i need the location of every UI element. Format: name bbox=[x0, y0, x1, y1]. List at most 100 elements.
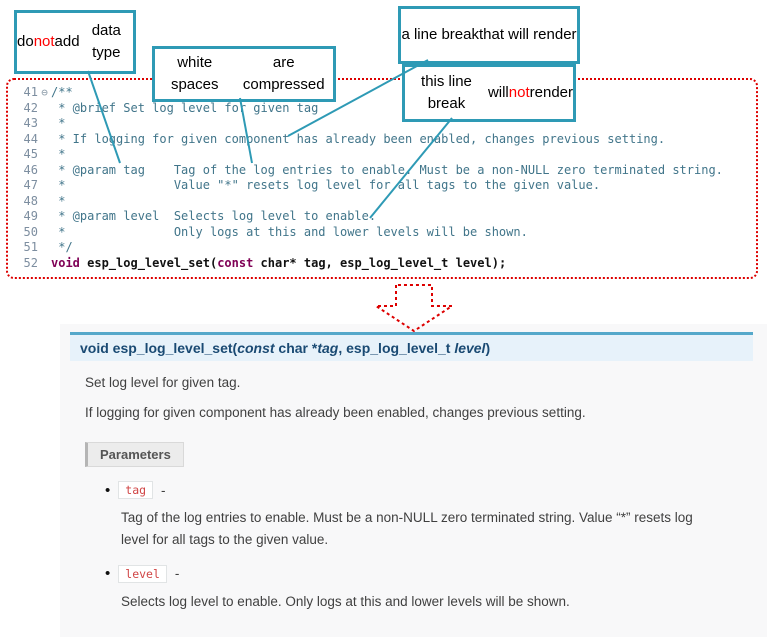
code-segment: * bbox=[51, 116, 66, 130]
text-part: a line break bbox=[401, 26, 479, 44]
function-signature: void esp_log_level_set(const char *tag, … bbox=[70, 332, 753, 361]
text-part: add bbox=[54, 33, 80, 51]
param-list: •tag -Tag of the log entries to enable. … bbox=[105, 481, 753, 613]
code-line[interactable]: 52 void esp_log_level_set(const char* tag… bbox=[14, 256, 754, 272]
code-editor[interactable]: 41⊖/**42 * @brief Set log level for give… bbox=[6, 78, 758, 279]
code-segment: * @param level Selects log level to enab… bbox=[51, 209, 377, 223]
line-number: 46 bbox=[23, 162, 38, 177]
text-part: , esp_log_level_t bbox=[338, 340, 455, 356]
line-number: 44 bbox=[23, 131, 38, 146]
code-segment: * If logging for given component has alr… bbox=[51, 131, 666, 146]
text-part: white spaces bbox=[170, 54, 219, 93]
code-line[interactable]: 46 * @param tag Tag of the log entries t… bbox=[14, 163, 754, 179]
fold-spacer bbox=[38, 163, 51, 179]
code-segment: * bbox=[51, 193, 66, 208]
code-segment: char* tag, esp_log_level_t level); bbox=[253, 255, 507, 270]
code-line[interactable]: 41⊖/** bbox=[14, 85, 754, 101]
text-part: tag bbox=[317, 340, 339, 356]
code-line[interactable]: 50 * Only logs at this and lower levels … bbox=[14, 225, 754, 241]
description-text: If logging for given component has alrea… bbox=[85, 405, 586, 420]
fold-spacer bbox=[38, 240, 51, 256]
fold-spacer bbox=[38, 256, 51, 272]
text-part: that will render bbox=[479, 26, 577, 44]
text-part: esp_log_level_set bbox=[112, 340, 233, 356]
text-part: not bbox=[33, 33, 55, 51]
code-segment: * bbox=[51, 147, 66, 161]
code-text: * bbox=[51, 147, 65, 163]
param-row: • level - bbox=[105, 564, 753, 583]
code-text: void esp_log_level_set(const char* tag, … bbox=[51, 256, 506, 272]
text-part: level bbox=[454, 340, 486, 356]
code-text: */ bbox=[51, 240, 73, 256]
line-number: 42 bbox=[23, 100, 38, 115]
callout-white-spaces-compressed: white spaces are compressed bbox=[152, 46, 336, 102]
line-number: 43 bbox=[23, 116, 38, 130]
text-part: ( bbox=[232, 340, 238, 356]
code-line[interactable]: 43 * bbox=[14, 116, 754, 132]
fold-spacer bbox=[38, 132, 51, 148]
code-line[interactable]: 45 * bbox=[14, 147, 754, 163]
fold-spacer bbox=[38, 194, 51, 210]
param-row: •tag - bbox=[105, 481, 753, 499]
code-text: * Only logs at this and lower levels wil… bbox=[51, 225, 528, 241]
line-number: 50 bbox=[23, 224, 38, 239]
text-part: will bbox=[487, 84, 509, 102]
param-separator: - bbox=[161, 482, 166, 498]
bullet-icon: • bbox=[105, 565, 111, 583]
code-line[interactable]: 51 */ bbox=[14, 240, 754, 256]
code-segment: */ bbox=[51, 240, 73, 254]
code-line[interactable]: 49 * @param level Selects log level to e… bbox=[14, 209, 754, 225]
rendered-doc-panel: void esp_log_level_set(const char *tag, … bbox=[60, 324, 767, 637]
line-number: 45 bbox=[23, 147, 38, 161]
text-part: void bbox=[80, 340, 113, 356]
code-segment: esp_log_level_set( bbox=[79, 255, 218, 270]
code-line[interactable]: 42 * @brief Set log level for given tag bbox=[14, 101, 754, 117]
line-number: 47 bbox=[23, 178, 38, 192]
callout-line-break-not-render: this line break will not render bbox=[402, 64, 576, 122]
code-segment: * Value "*" resets log level for all tag… bbox=[51, 178, 601, 192]
callout-do-not-add-data-type: do not add data type bbox=[14, 10, 136, 74]
code-text: * @brief Set log level for given tag bbox=[51, 101, 318, 117]
code-line[interactable]: 47 * Value "*" resets log level for all … bbox=[14, 178, 754, 194]
code-line[interactable]: 48 * bbox=[14, 194, 754, 210]
code-segment: * Only logs at this and lower levels wil… bbox=[51, 224, 528, 239]
code-segment: * @param tag Tag of the log entries to e… bbox=[51, 162, 723, 177]
text-part: const bbox=[237, 340, 275, 356]
code-segment: void bbox=[51, 255, 80, 270]
text-part: render bbox=[529, 84, 573, 102]
param-separator: - bbox=[174, 566, 180, 582]
param-description: Tag of the log entries to enable. Must b… bbox=[121, 510, 693, 547]
line-number: 48 bbox=[23, 193, 38, 208]
text-part: do bbox=[17, 33, 34, 51]
line-number: 51 bbox=[23, 240, 38, 254]
fold-marker-icon[interactable]: ⊖ bbox=[41, 86, 48, 99]
code-segment: const bbox=[217, 255, 254, 270]
code-text: /** bbox=[51, 85, 73, 101]
param-name-literal: tag bbox=[118, 481, 154, 499]
code-text: * bbox=[51, 116, 65, 132]
param-name-literal: level bbox=[118, 564, 167, 583]
code-text: * @param level Selects log level to enab… bbox=[51, 209, 376, 225]
code-text: * If logging for given component has alr… bbox=[51, 132, 665, 148]
fold-spacer bbox=[38, 178, 51, 194]
param-item: •level -Selects log level to enable. Onl… bbox=[105, 564, 753, 613]
fold-spacer bbox=[38, 209, 51, 225]
code-text: * bbox=[51, 194, 65, 210]
parameters-label: Parameters bbox=[85, 442, 184, 467]
code-line[interactable]: 44 * If logging for given component has … bbox=[14, 132, 754, 148]
line-number: 52 bbox=[23, 255, 38, 270]
line-number: 49 bbox=[23, 209, 38, 223]
text-part: are compressed bbox=[242, 54, 325, 93]
code-lines: 41⊖/**42 * @brief Set log level for give… bbox=[14, 85, 754, 271]
brief-text: Set log level for given tag. bbox=[85, 375, 241, 390]
code-text: * Value "*" resets log level for all tag… bbox=[51, 178, 600, 194]
line-number: 41 bbox=[23, 85, 38, 99]
fold-spacer bbox=[38, 101, 51, 117]
text-part: this line break bbox=[421, 73, 472, 112]
text-part: data type bbox=[91, 22, 121, 61]
code-segment: * @brief Set log level for given tag bbox=[51, 100, 319, 115]
text-part: not bbox=[508, 84, 530, 102]
fold-spacer bbox=[38, 116, 51, 132]
